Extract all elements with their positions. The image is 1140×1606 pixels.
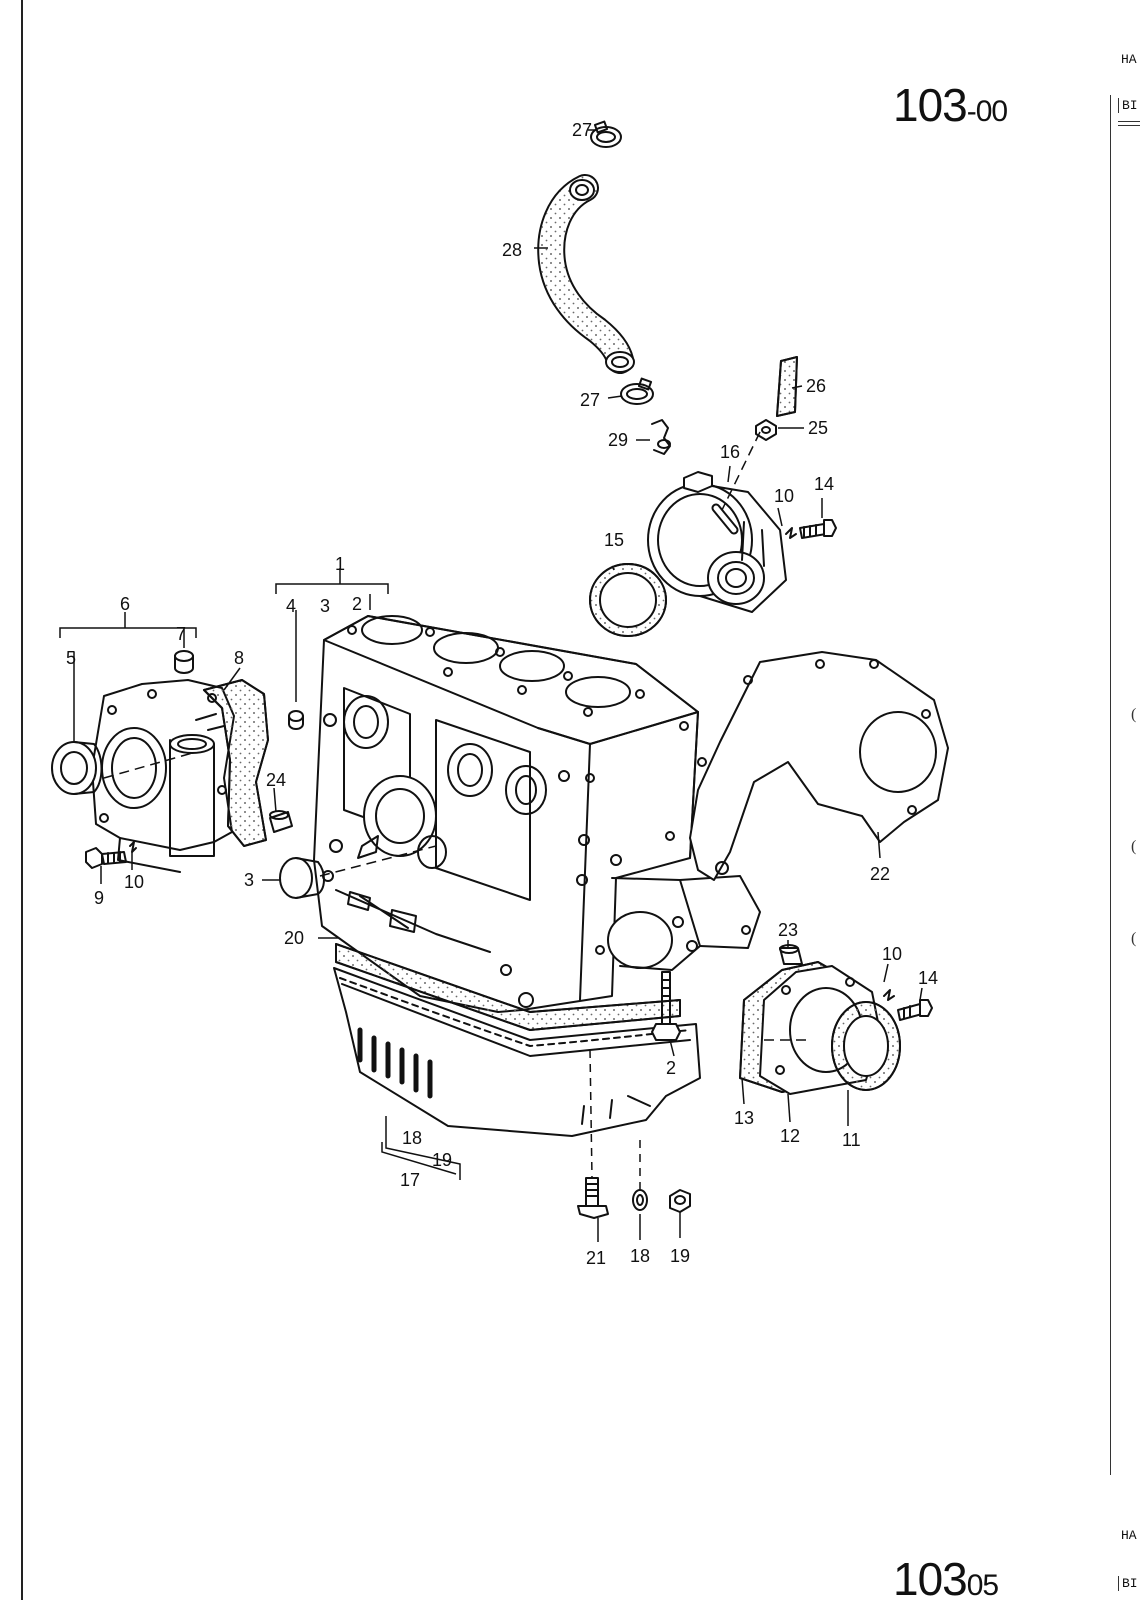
hose-fitting bbox=[651, 419, 671, 455]
flange-housing bbox=[647, 471, 787, 613]
right-column-rule bbox=[1110, 95, 1111, 1475]
callout-16: 16 bbox=[720, 442, 740, 462]
cap-plug bbox=[174, 650, 194, 674]
page-number-suffix: -00 bbox=[966, 95, 1008, 128]
hose-clamp bbox=[620, 377, 654, 405]
engine-block bbox=[313, 615, 761, 1013]
side-column-mark: ( bbox=[1131, 930, 1137, 947]
hex-bolt bbox=[897, 999, 933, 1021]
callout-25: 25 bbox=[808, 418, 828, 438]
flange-gasket bbox=[589, 563, 667, 637]
dipstick-tube bbox=[776, 356, 798, 417]
callout-23: 23 bbox=[778, 920, 798, 940]
side-column-heading: HA bbox=[1121, 52, 1137, 67]
side-column-mark: ( bbox=[1131, 838, 1137, 855]
callout-27: 27 bbox=[580, 390, 600, 410]
dowel-pin bbox=[288, 710, 304, 730]
callout-3: 3 bbox=[244, 870, 254, 890]
oil-pan bbox=[333, 967, 701, 1137]
callout-14: 14 bbox=[814, 474, 834, 494]
callout-2: 2 bbox=[666, 1058, 676, 1078]
crankshaft-rear-seal bbox=[831, 1001, 901, 1091]
page-number-top: 103-00 bbox=[893, 78, 1008, 132]
header-double-rule bbox=[1118, 121, 1140, 122]
page-number-bottom: 10305 bbox=[893, 1552, 999, 1606]
callout-1: 1 bbox=[335, 554, 345, 574]
leader-lines bbox=[59, 129, 923, 1242]
callout-26: 26 bbox=[806, 376, 826, 396]
callout-9: 9 bbox=[94, 888, 104, 908]
page-number-suffix: 05 bbox=[966, 1569, 999, 1602]
side-column-heading: HA bbox=[1121, 1528, 1137, 1543]
callout-labels: 1 2 3 4 6 5 7 8 9 10 24 3 20 27 28 27 29… bbox=[66, 120, 938, 1268]
group-bracket-17 bbox=[381, 1142, 457, 1175]
callout-18: 18 bbox=[630, 1246, 650, 1266]
hex-bolt bbox=[85, 847, 127, 869]
hex-bolt bbox=[799, 519, 837, 539]
callout-22: 22 bbox=[870, 864, 890, 884]
callout-29: 29 bbox=[608, 430, 628, 450]
page-number-main: 103 bbox=[893, 1553, 968, 1605]
callout-13: 13 bbox=[734, 1108, 754, 1128]
callout-14: 14 bbox=[918, 968, 938, 988]
spring-washer bbox=[129, 841, 137, 853]
callout-10: 10 bbox=[882, 944, 902, 964]
left-margin-rule bbox=[21, 0, 23, 1600]
side-column-mark: ( bbox=[1131, 706, 1137, 723]
sealing-washer bbox=[632, 1189, 648, 1211]
callout-19: 19 bbox=[670, 1246, 690, 1266]
callout-27: 27 bbox=[572, 120, 592, 140]
callout-8: 8 bbox=[234, 648, 244, 668]
locating-pin bbox=[269, 810, 293, 833]
callout-10: 10 bbox=[774, 486, 794, 506]
drain-plug bbox=[669, 1189, 691, 1213]
callout-21: 21 bbox=[586, 1248, 606, 1268]
callout-7: 7 bbox=[176, 624, 186, 644]
header-double-rule bbox=[1118, 125, 1140, 126]
adapter-plate bbox=[689, 651, 949, 881]
shaft-seal bbox=[51, 741, 103, 795]
oil-pan-gasket bbox=[335, 943, 681, 1031]
front-cover bbox=[91, 679, 235, 873]
front-cover-gasket bbox=[203, 679, 269, 847]
callout-10: 10 bbox=[124, 872, 144, 892]
callout-19: 19 bbox=[432, 1150, 452, 1170]
hose-clamp bbox=[590, 120, 622, 148]
seal-plug bbox=[755, 419, 777, 441]
callout-11: 11 bbox=[842, 1130, 861, 1150]
spring-washer bbox=[883, 989, 895, 1001]
callout-15: 15 bbox=[604, 530, 624, 550]
drain-bolt bbox=[577, 1177, 609, 1219]
side-column-subheading: BI bbox=[1118, 98, 1138, 113]
callout-6: 6 bbox=[120, 594, 130, 614]
callout-5: 5 bbox=[66, 648, 76, 668]
callout-4: 4 bbox=[286, 596, 296, 616]
page-number-main: 103 bbox=[893, 79, 968, 131]
callout-18: 18 bbox=[402, 1128, 422, 1148]
callout-20: 20 bbox=[284, 928, 304, 948]
side-column-subheading: BI bbox=[1118, 1576, 1138, 1591]
callout-2: 2 bbox=[352, 594, 362, 614]
callout-28: 28 bbox=[502, 240, 522, 260]
long-bolt bbox=[651, 971, 681, 1041]
dowel-sleeve bbox=[779, 944, 803, 965]
breather-hose bbox=[537, 174, 635, 374]
callout-12: 12 bbox=[780, 1126, 800, 1146]
spring-washer bbox=[785, 527, 797, 539]
callout-3: 3 bbox=[320, 596, 330, 616]
callout-17: 17 bbox=[400, 1170, 420, 1190]
callout-24: 24 bbox=[266, 770, 286, 790]
bushing bbox=[279, 857, 325, 899]
